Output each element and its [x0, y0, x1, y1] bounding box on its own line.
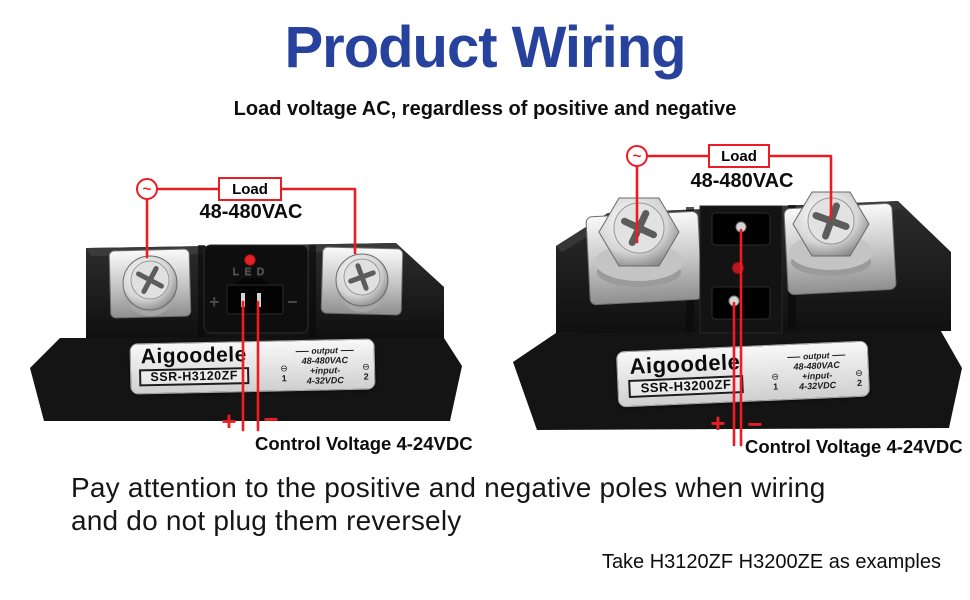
relay-nameplate-left: Aigoodele SSR-H3120ZF ⊖ 1 output 48-480V…: [129, 338, 376, 395]
terminal-screw-icon: ⊖: [771, 371, 780, 382]
terminal-number: 2: [363, 371, 369, 382]
left-terminal-screw: [595, 197, 683, 287]
ac-source-icon: ~: [136, 178, 158, 200]
model-label: SSR-H3120ZF: [139, 367, 250, 387]
led-indicator: [244, 254, 256, 266]
left-terminal-screw: [122, 255, 178, 316]
terminal-screw-icon: ⊖: [362, 361, 370, 372]
terminal-2: ⊖ 2: [853, 346, 865, 392]
terminal-number: 1: [281, 373, 287, 384]
relay-nameplate-right: Aigoodele SSR-H3200ZF ⊖ 1 output 48-480V…: [615, 340, 871, 408]
wiring-note-line1: Pay attention to the positive and negati…: [71, 472, 826, 503]
panel-plus-label: +: [209, 292, 220, 312]
terminal-screw-icon: ⊖: [855, 367, 864, 379]
page-subtitle: Load voltage AC, regardless of positive …: [233, 98, 737, 120]
control-minus-label: −: [747, 409, 763, 439]
terminal-number: 2: [856, 377, 863, 389]
control-connector-bottom: [711, 286, 771, 320]
spec-panel: ⊖ 1 output 48-480VAC +input- 4-32VDC ⊖ 2: [769, 346, 865, 396]
load-box: Load: [218, 177, 282, 201]
terminal-number: 1: [772, 381, 779, 392]
control-voltage-label: Control Voltage 4-24VDC: [255, 433, 473, 454]
load-voltage-label: 48-480VAC: [199, 201, 303, 223]
page-title: Product Wiring: [284, 15, 686, 80]
spec-input-value: 4-32VDC: [306, 375, 344, 386]
example-note: Take H3120ZF H3200ZE as examples: [601, 551, 941, 573]
led-indicator: [731, 261, 745, 275]
control-voltage-label: Control Voltage 4-24VDC: [745, 436, 963, 457]
control-minus-label: −: [263, 404, 279, 434]
right-terminal-screw: [335, 253, 389, 312]
spec-panel: ⊖ 1 output 48-480VAC +input- 4-32VDC ⊖ 2: [279, 342, 372, 388]
control-connector: [226, 284, 284, 315]
control-plus-label: +: [221, 406, 237, 436]
brand-label: Aigoodele: [140, 343, 248, 369]
control-plus-label: +: [710, 408, 726, 438]
ac-source-icon: ~: [626, 145, 648, 167]
terminal-screw-icon: ⊖: [280, 363, 288, 374]
load-voltage-label: 48-480VAC: [690, 170, 794, 192]
left-relay-body: [30, 243, 462, 421]
load-box: Load: [708, 144, 770, 168]
panel-minus-label: −: [287, 292, 298, 312]
wiring-note-line2: and do not plug them reversely: [71, 505, 462, 536]
spec-input-value: 4-32VDC: [798, 379, 837, 392]
model-label: SSR-H3200ZF: [628, 374, 744, 398]
led-label: LED: [232, 266, 270, 278]
terminal-2: ⊖ 2: [361, 342, 372, 386]
